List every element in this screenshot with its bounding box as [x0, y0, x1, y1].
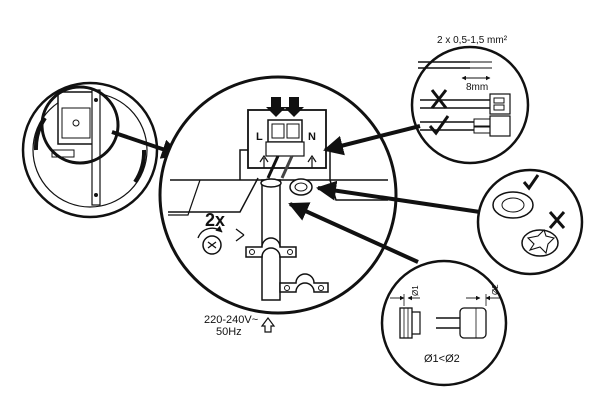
supply-voltage-label: 220-240V~ [204, 314, 258, 326]
terminal-live-label: L [256, 131, 263, 143]
grommet-detail [476, 168, 584, 276]
dia2-label: Ø2 [491, 284, 500, 295]
release-arrow-icon [307, 154, 317, 168]
cable-clamp-loose [279, 273, 329, 293]
supply-arrow-icon [260, 317, 276, 333]
fixture-overview [21, 81, 159, 219]
wire-strip-detail [410, 45, 530, 165]
pointer-arrow-diameter [288, 202, 419, 264]
check-mark-icon [428, 115, 450, 136]
main-detail-circle [158, 75, 398, 333]
supply-freq-label: 50Hz [216, 326, 242, 338]
release-arrow-icon [259, 154, 269, 168]
insert-arrow-icon [266, 97, 286, 117]
diameter-detail [380, 259, 508, 387]
check-mark-icon [522, 174, 540, 191]
rotate-screw-icon [197, 225, 223, 255]
pointer-arrow-grommet [316, 180, 481, 214]
dia1-label: Ø1 [411, 285, 420, 296]
cross-mark-icon [548, 211, 566, 229]
strip-length-label: 8mm [466, 82, 488, 93]
dia-relation-label: Ø1<Ø2 [424, 353, 460, 365]
cross-mark-icon [430, 89, 448, 109]
pointer-arrow-wires [323, 124, 421, 156]
screw-count-label: 2x [205, 210, 225, 230]
terminal-neutral-label: N [308, 131, 316, 143]
cable-clamp [245, 237, 297, 258]
wire-spec-label: 2 x 0,5-1,5 mm² [437, 35, 508, 46]
insert-arrow-icon [284, 97, 304, 117]
